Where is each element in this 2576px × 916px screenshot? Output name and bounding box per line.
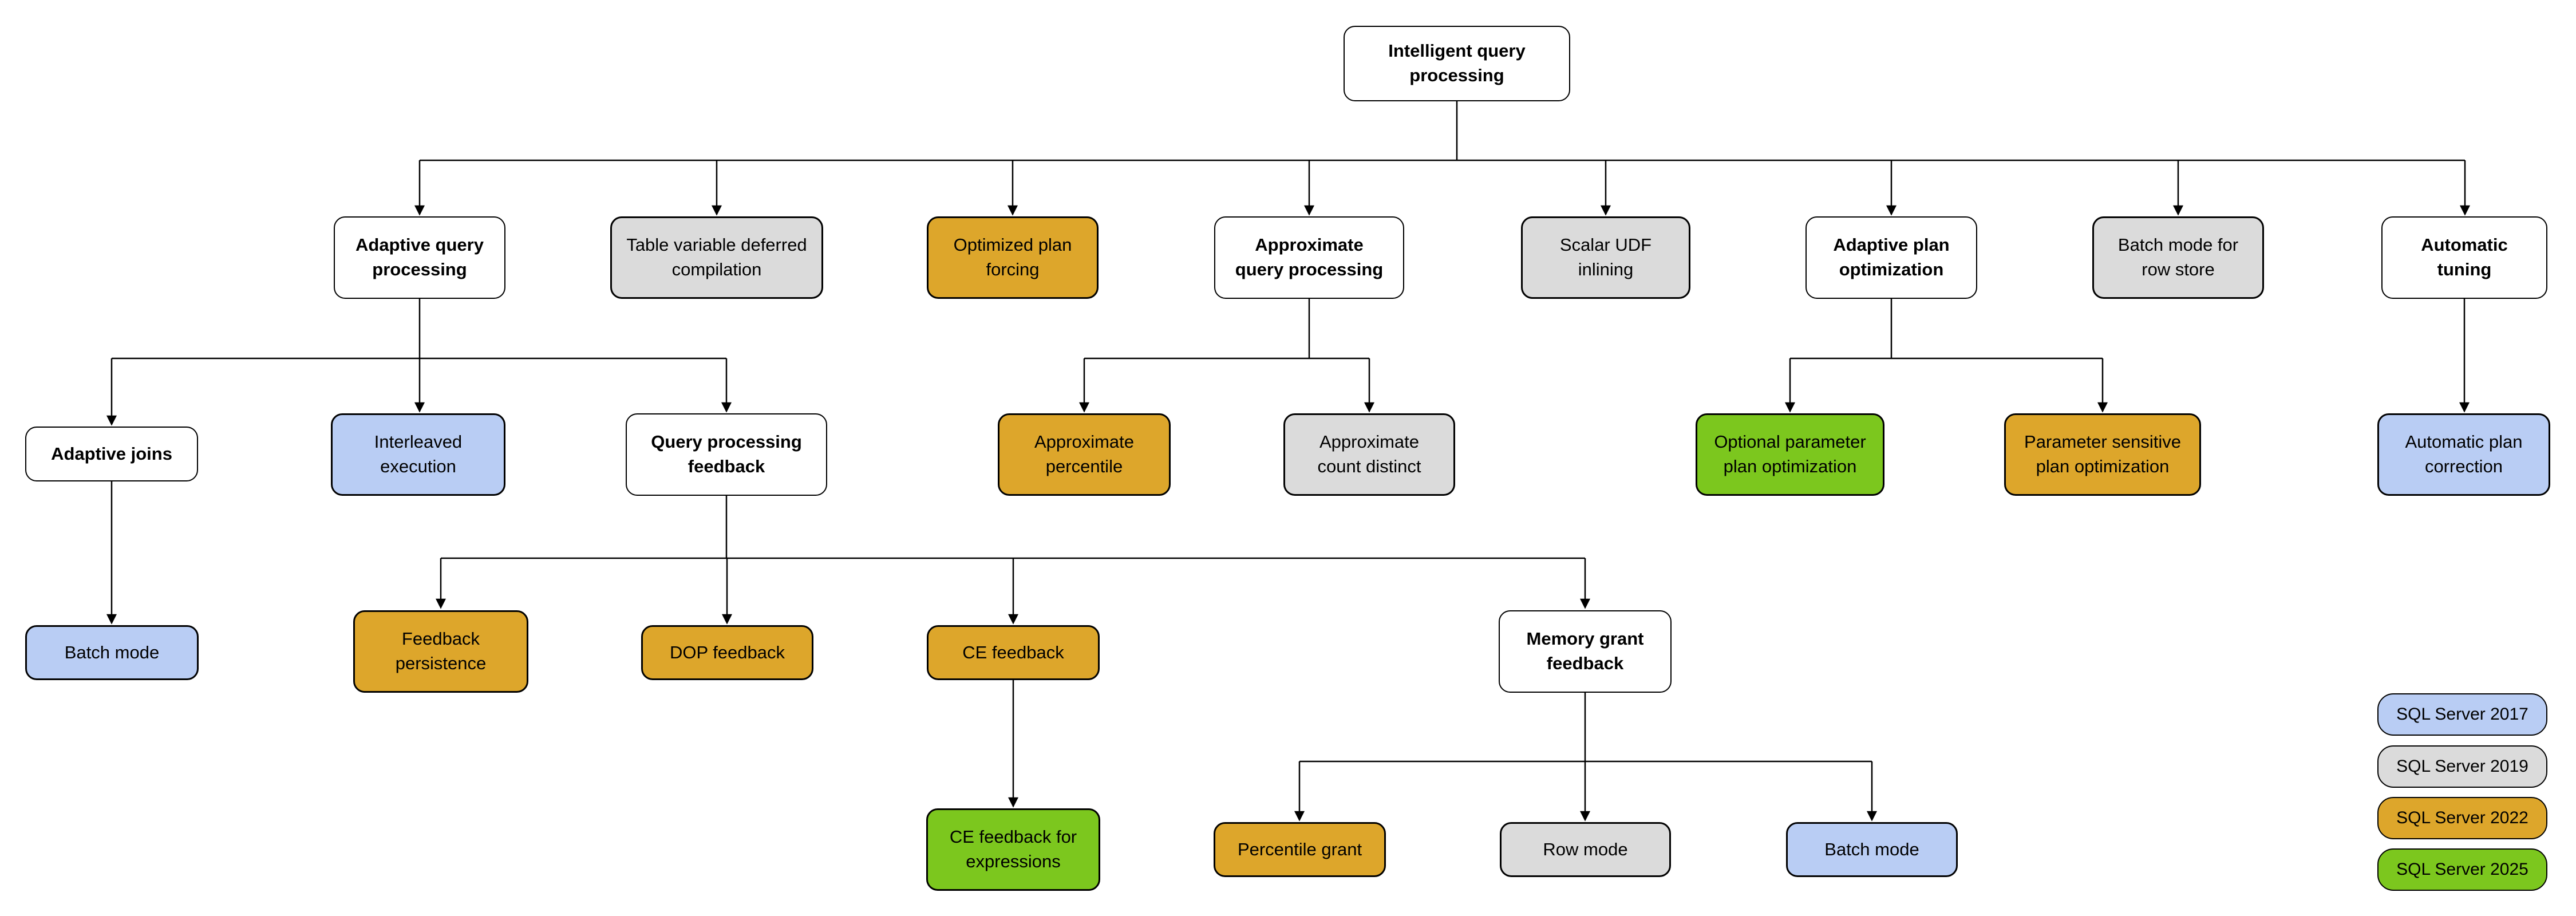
node-approximate-query-processing: Approximate query processing (1214, 216, 1404, 299)
node-intelligent-query-processing: Intelligent query processing (1344, 26, 1570, 101)
node-label: Batch mode (1824, 839, 1919, 859)
node-parameter-sensitive-plan-optimization: Parameter sensitive plan optimization (2004, 413, 2201, 496)
node-approximate-count-distinct: Approximate count distinct (1283, 413, 1455, 496)
node-label: Automatic plan correction (2405, 432, 2523, 476)
legend-item-sql-server-2025: SQL Server 2025 (2377, 848, 2547, 891)
node-label: Automatic tuning (2421, 235, 2508, 279)
node-automatic-plan-correction: Automatic plan correction (2377, 413, 2550, 496)
node-label: Query processing feedback (651, 432, 802, 476)
legend-label: SQL Server 2025 (2396, 860, 2528, 879)
node-query-processing-feedback: Query processing feedback (626, 413, 827, 496)
node-label: DOP feedback (669, 642, 785, 662)
legend-label: SQL Server 2017 (2396, 705, 2528, 724)
node-scalar-udf-inlining: Scalar UDF inlining (1521, 216, 1690, 299)
node-interleaved-execution: Interleaved execution (331, 413, 505, 496)
node-optional-parameter-plan-optimization: Optional parameter plan optimization (1696, 413, 1884, 496)
node-adaptive-plan-optimization: Adaptive plan optimization (1805, 216, 1977, 299)
node-adaptive-joins: Adaptive joins (25, 427, 198, 481)
node-label: Optional parameter plan optimization (1714, 432, 1866, 476)
node-optimized-plan-forcing: Optimized plan forcing (927, 216, 1099, 299)
node-memory-grant-feedback: Memory grant feedback (1499, 610, 1672, 693)
node-label: Memory grant feedback (1526, 629, 1644, 673)
edges (106, 101, 2470, 822)
node-percentile-grant: Percentile grant (1214, 822, 1386, 877)
node-label: Approximate count distinct (1317, 432, 1421, 476)
node-label: Optimized plan forcing (953, 235, 1072, 279)
legend-item-sql-server-2017: SQL Server 2017 (2377, 693, 2547, 736)
node-batch-mode-under-adaptive-joins: Batch mode (25, 625, 199, 680)
legend-label: SQL Server 2019 (2396, 757, 2528, 776)
node-label: Approximate percentile (1034, 432, 1135, 476)
node-label: Adaptive joins (51, 443, 172, 464)
node-label: CE feedback for expressions (949, 827, 1077, 871)
node-row-mode: Row mode (1500, 822, 1671, 877)
node-label: Percentile grant (1237, 839, 1362, 859)
node-batch-mode-for-row-store: Batch mode for row store (2092, 216, 2264, 299)
legend-label: SQL Server 2022 (2396, 808, 2528, 827)
node-label: Feedback persistence (395, 629, 487, 673)
node-automatic-tuning: Automatic tuning (2381, 216, 2547, 299)
node-dop-feedback: DOP feedback (641, 625, 813, 680)
node-adaptive-query-processing: Adaptive query processing (334, 216, 505, 299)
node-label: Approximate query processing (1235, 235, 1384, 279)
node-label: Scalar UDF inlining (1559, 235, 1652, 279)
node-label: Intelligent query processing (1388, 41, 1526, 85)
node-batch-mode-under-memory-grant: Batch mode (1786, 822, 1958, 877)
node-label: Table variable deferred compilation (626, 235, 807, 279)
legend-item-sql-server-2019: SQL Server 2019 (2377, 745, 2547, 788)
node-label: Row mode (1543, 839, 1628, 859)
node-ce-feedback: CE feedback (927, 625, 1100, 680)
legend-item-sql-server-2022: SQL Server 2022 (2377, 797, 2547, 839)
node-approximate-percentile: Approximate percentile (998, 413, 1171, 496)
node-label: Adaptive plan optimization (1833, 235, 1950, 279)
node-label: CE feedback (962, 642, 1064, 662)
node-table-variable-deferred-compilation: Table variable deferred compilation (610, 216, 823, 299)
node-label: Batch mode for row store (2117, 235, 2239, 279)
node-ce-feedback-for-expressions: CE feedback for expressions (926, 808, 1100, 891)
node-label: Parameter sensitive plan optimization (2024, 432, 2181, 476)
node-label: Batch mode (64, 642, 160, 662)
node-label: Adaptive query processing (355, 235, 484, 279)
node-feedback-persistence: Feedback persistence (353, 610, 528, 693)
node-label: Interleaved execution (374, 432, 463, 476)
